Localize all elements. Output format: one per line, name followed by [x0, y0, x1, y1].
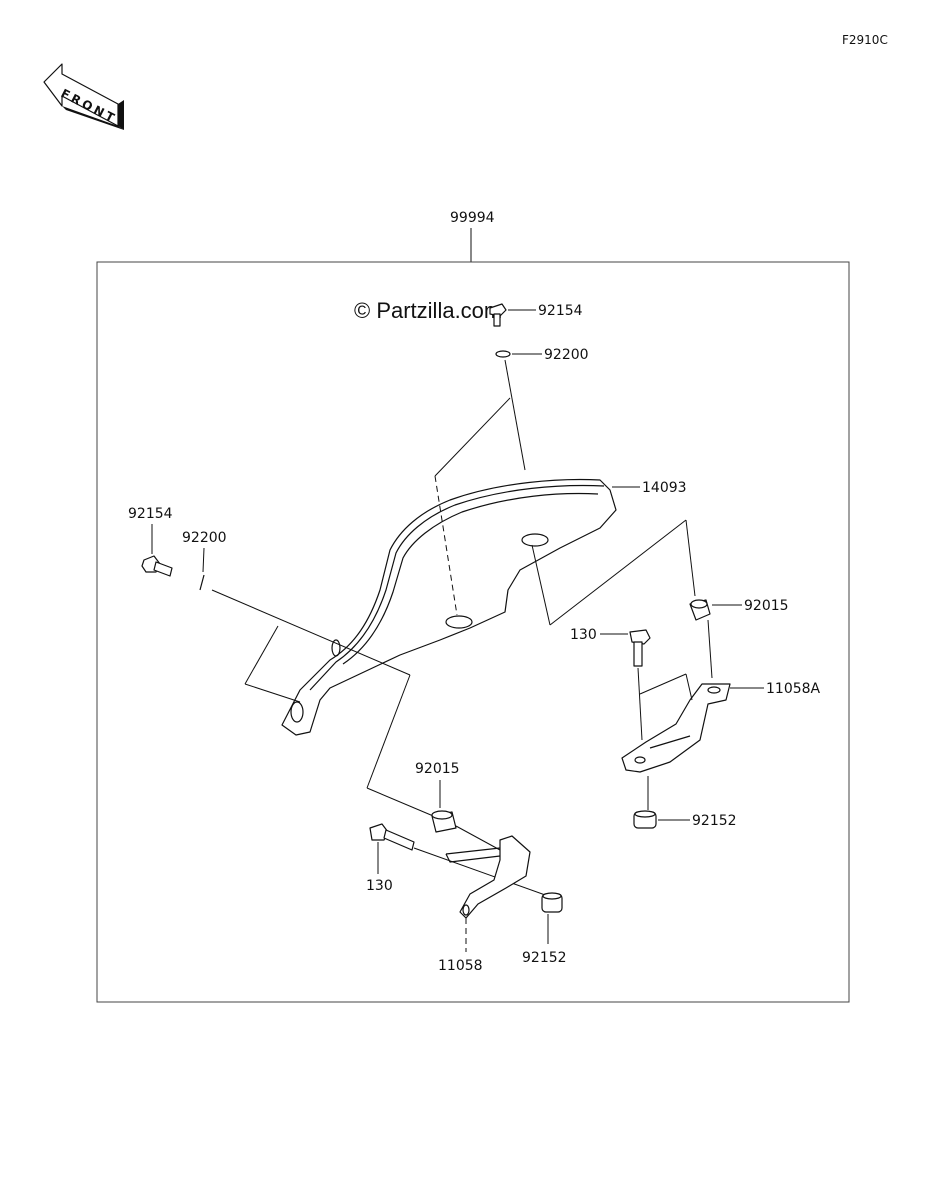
line-lower-collar [455, 825, 501, 851]
line-top-dash [434, 475, 458, 616]
callout-bolt-top: 92154 [538, 303, 583, 319]
line-lower-bolt [413, 847, 549, 897]
bolt-left [141, 555, 173, 577]
line-left-c [244, 683, 301, 703]
callout-bolt-right: 130 [570, 627, 597, 643]
front-arrow-icon: FRONT [43, 63, 124, 130]
line-right-b [685, 673, 693, 701]
callout-guard: 14093 [642, 480, 687, 496]
collar-right [689, 599, 711, 621]
callout-damper-right: 92152 [692, 813, 737, 829]
line-top-b [531, 544, 551, 626]
line-top-c [549, 519, 687, 626]
callout-bracket-lower: 11058 [438, 958, 483, 974]
leader-washer-left [202, 547, 205, 573]
line-top-washer [504, 359, 526, 471]
collar-lower [431, 810, 457, 833]
callout-collar-lower: 92015 [415, 761, 460, 777]
washer-top [495, 350, 511, 358]
line-left-e [366, 787, 439, 819]
bolt-lower [369, 823, 415, 851]
bolt-right [629, 629, 651, 667]
bracket-right [621, 683, 731, 773]
line-right-collar [707, 619, 713, 679]
line-right-a [639, 673, 687, 695]
bracket-lower [445, 835, 531, 919]
callout-washer-left: 92200 [182, 530, 227, 546]
line-top-d [685, 519, 696, 597]
washer-left [199, 574, 205, 591]
line-right-bolt [637, 667, 643, 741]
assembly-label: 99994 [450, 210, 495, 226]
figure-code: F2910C [842, 33, 888, 47]
guard-14093 [281, 478, 617, 736]
damper-lower [541, 892, 563, 913]
line-top-a [434, 397, 511, 477]
callout-damper-lower: 92152 [522, 950, 567, 966]
line-left-d [366, 674, 411, 789]
watermark: © Partzilla.com [354, 298, 502, 323]
bolt-top [489, 303, 507, 327]
callout-washer-top: 92200 [544, 347, 589, 363]
assembly-frame [96, 261, 850, 1003]
callout-bracket-right: 11058A [766, 681, 821, 697]
callout-bolt-lower: 130 [366, 878, 393, 894]
line-left-b [244, 625, 279, 685]
line-left-a [211, 589, 411, 676]
callout-bolt-left: 92154 [128, 506, 173, 522]
callout-collar-right: 92015 [744, 598, 789, 614]
damper-right [633, 810, 657, 829]
